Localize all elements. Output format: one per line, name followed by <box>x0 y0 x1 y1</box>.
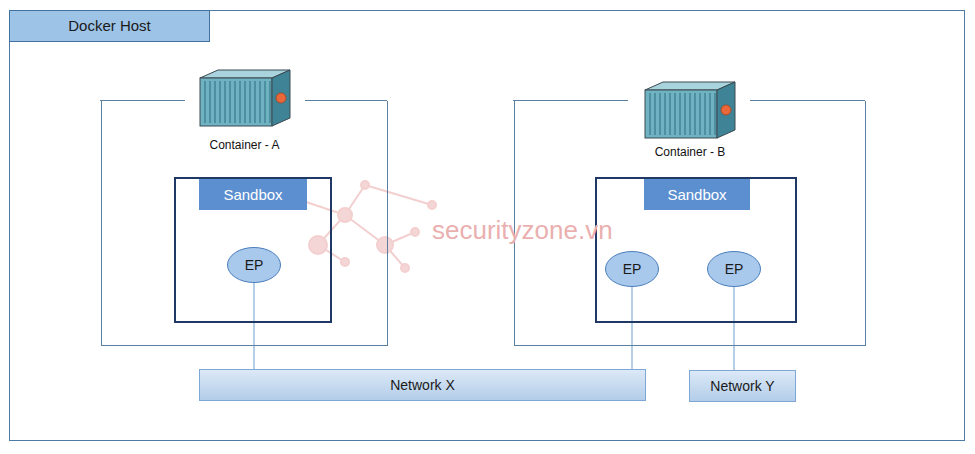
ridge-line <box>225 81 226 123</box>
endpoint-ellipse: EP <box>227 247 281 283</box>
ridge-line <box>670 93 671 135</box>
ridge-line <box>245 81 246 123</box>
ridge-line <box>715 93 716 135</box>
ridge-line <box>700 93 701 135</box>
ridge-line <box>685 93 686 135</box>
container-icon <box>645 82 735 138</box>
endpoint-label: EP <box>245 257 264 273</box>
container-box: Container - A SandboxEP <box>101 101 388 346</box>
ridge-line <box>650 93 651 135</box>
network-bar: Network X <box>199 369 646 401</box>
network-link <box>734 287 735 370</box>
ridge-line <box>660 93 661 135</box>
endpoint-ellipse: EP <box>707 251 761 287</box>
ridge-line <box>230 81 231 123</box>
container-name: Container - B <box>515 145 865 159</box>
ridge-line <box>665 93 666 135</box>
ridge-line <box>220 81 221 123</box>
network-link <box>632 287 633 369</box>
sandbox-title: Sandbox <box>199 179 307 210</box>
endpoint-label: EP <box>725 261 744 277</box>
ridge-line <box>675 93 676 135</box>
ridge-line <box>710 93 711 135</box>
endpoint-label: EP <box>623 261 642 277</box>
ridge-line <box>235 81 236 123</box>
ellipse-shape <box>228 248 281 283</box>
ridge-line <box>205 81 206 123</box>
network-name: Network Y <box>710 378 774 394</box>
network-bar: Network Y <box>689 370 796 402</box>
ridge-line <box>680 93 681 135</box>
network-link <box>254 283 255 369</box>
ridge-line <box>705 93 706 135</box>
ridge-line <box>690 93 691 135</box>
ridge-line <box>265 81 266 123</box>
ridge-line <box>210 81 211 123</box>
container-name: Container - A <box>102 138 387 152</box>
watermark-logo <box>295 181 436 272</box>
ridge-line <box>695 93 696 135</box>
watermark-text: securityzone.vn <box>432 215 613 246</box>
sandbox-box: SandboxEP EP <box>595 177 797 323</box>
host-title: Docker Host <box>9 10 210 42</box>
ridge-line <box>655 93 656 135</box>
ellipse-shape <box>708 252 761 287</box>
ridge-line <box>250 81 251 123</box>
ellipse-shape <box>606 252 659 287</box>
ridge-line <box>215 81 216 123</box>
ridge-line <box>260 81 261 123</box>
container-icon <box>200 70 290 126</box>
sandbox-title: Sandbox <box>644 179 750 210</box>
ridge-line <box>240 81 241 123</box>
network-name: Network X <box>390 377 455 393</box>
sandbox-box: SandboxEP <box>174 177 332 323</box>
ridge-line <box>255 81 256 123</box>
endpoint-ellipse: EP <box>605 251 659 287</box>
ridge-line <box>270 81 271 123</box>
container-ridges <box>205 81 715 135</box>
